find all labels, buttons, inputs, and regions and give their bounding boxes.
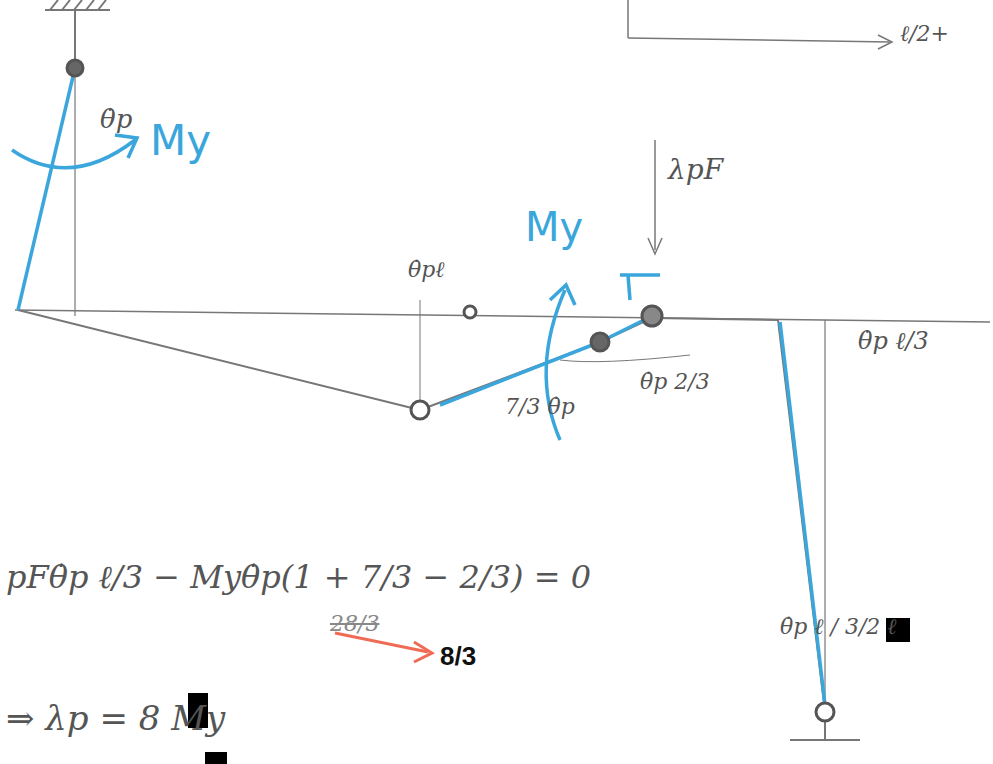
displacement-label: θ̇pℓ — [408, 258, 445, 282]
rotation-label: 7/3 θ̇p — [505, 395, 575, 419]
rotation-label: θ̇p 2/3 — [640, 370, 710, 394]
rotation-label: θ̇p — [100, 105, 132, 134]
displacement-label: θ̇p ℓ/3 — [858, 328, 929, 354]
result-equation: ⇒ λp = 8 My — [6, 700, 225, 737]
work-equation: pFθ̇p ℓ/3 − Myθ̇p(1 + 7/3 − 2/3) = 0 — [6, 560, 591, 595]
crossed-value: 28/3 — [330, 612, 379, 636]
load-label: λpF — [668, 155, 723, 186]
correction-value: 8/3 — [440, 642, 476, 671]
moment-label: My — [525, 205, 583, 249]
moment-label: My — [150, 118, 211, 164]
dimension-note: ℓ/2+ — [900, 22, 949, 46]
rotation-label: θ̇p ℓ / 3/2 ℓ — [780, 615, 896, 639]
